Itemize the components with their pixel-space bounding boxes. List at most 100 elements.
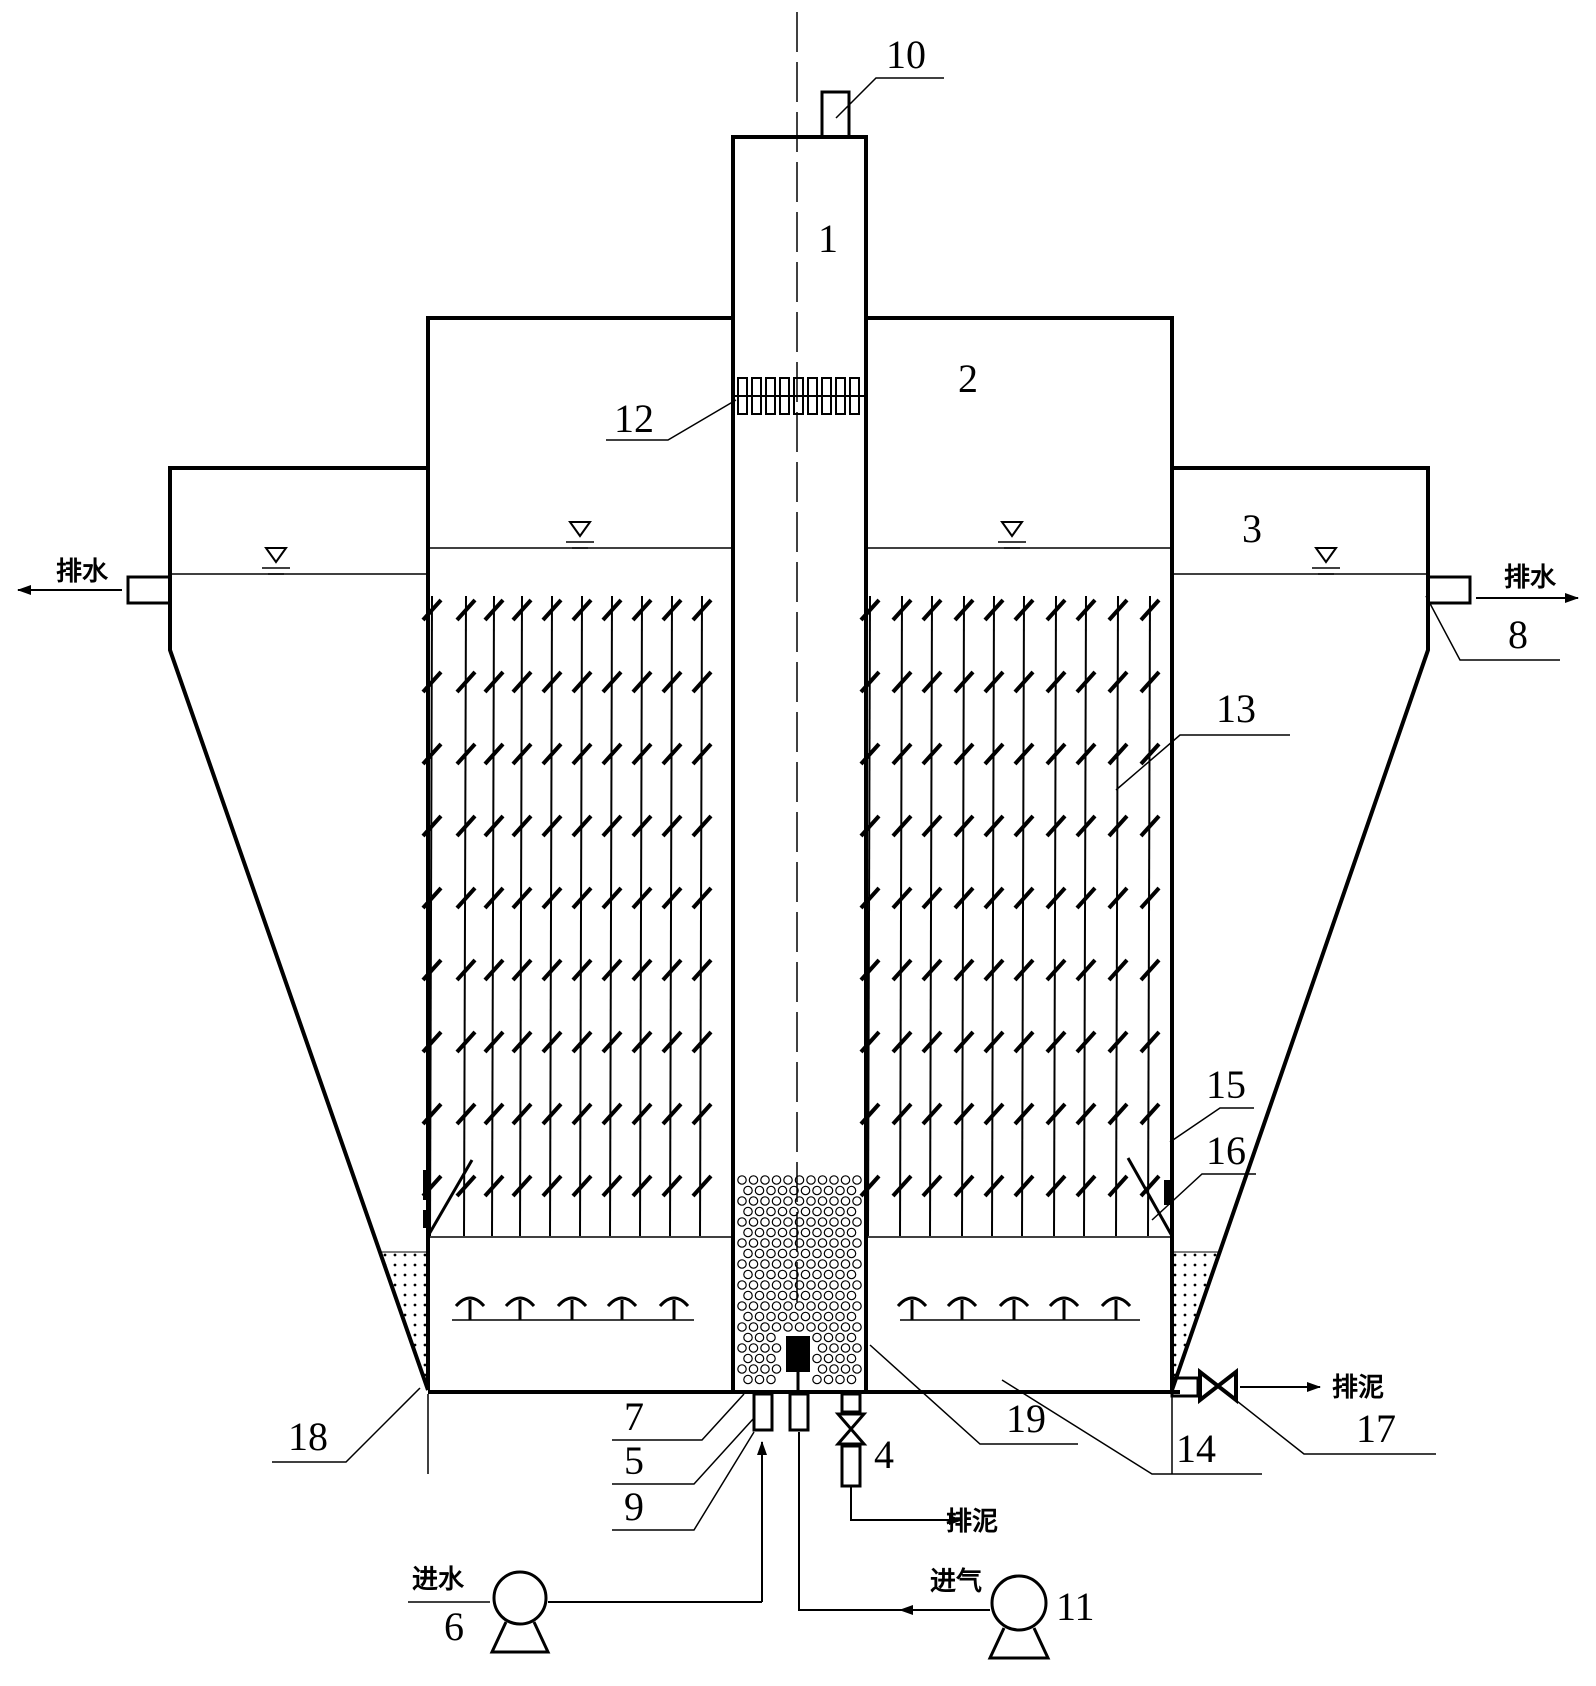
packing-tuft (983, 670, 1005, 694)
bubble (829, 1259, 839, 1269)
packing-tuft (455, 1102, 477, 1126)
water-level-symbol (264, 547, 288, 564)
bubble (766, 1227, 776, 1238)
bubble (737, 1238, 747, 1248)
bubble (737, 1301, 747, 1311)
packing-tuft (983, 814, 1005, 838)
bubble (852, 1343, 862, 1353)
bubble (846, 1332, 857, 1343)
packing-tuft (983, 742, 1005, 766)
aerator-cap (998, 1296, 1030, 1308)
label-17: 17 (1356, 1406, 1396, 1451)
packing-tuft (421, 670, 443, 694)
packing-tuft (601, 1174, 623, 1198)
bubble (771, 1280, 782, 1290)
water-level-symbols (262, 521, 1340, 575)
bubble (835, 1332, 845, 1343)
packing-tuft (661, 814, 683, 838)
bubble (817, 1343, 828, 1353)
packing-tuft (1107, 814, 1129, 838)
bubble (812, 1206, 822, 1217)
bubble (748, 1217, 759, 1227)
packing-tuft (483, 1174, 505, 1198)
bubble (800, 1269, 811, 1280)
packing-tuft (631, 742, 653, 766)
bubble (754, 1227, 765, 1238)
packing-tuft (921, 1030, 943, 1054)
label-14: 14 (1176, 1426, 1216, 1471)
drain-outlet-right (1426, 575, 1472, 605)
packing-tuft (511, 670, 533, 694)
bubble (840, 1364, 851, 1374)
packing-string (1083, 595, 1087, 1237)
packing-tuft (571, 958, 593, 982)
packing-tuft (455, 1174, 477, 1198)
bubble (754, 1290, 765, 1301)
water-distributor (733, 377, 866, 415)
bubble (794, 1175, 805, 1185)
bubble (754, 1185, 765, 1196)
bubble (812, 1269, 822, 1280)
bubble (743, 1374, 753, 1385)
bubble (777, 1290, 788, 1301)
bubble (766, 1353, 776, 1364)
water-level-symbol (1000, 521, 1024, 538)
bubble (812, 1311, 822, 1322)
bubble (783, 1322, 793, 1332)
packing-tuft (455, 886, 477, 910)
packing-tuft (483, 670, 505, 694)
bubble (766, 1311, 776, 1322)
bubble (812, 1185, 822, 1196)
bubble (789, 1290, 799, 1301)
bubble (852, 1280, 862, 1290)
bubble (766, 1206, 776, 1217)
baffle-left (426, 1159, 474, 1237)
bubble (754, 1332, 765, 1343)
bubble (835, 1248, 845, 1259)
packing-tuft (891, 814, 913, 838)
bubble (794, 1301, 805, 1311)
packing-tuft (1013, 1102, 1035, 1126)
bubble (748, 1343, 759, 1353)
bubble (840, 1217, 851, 1227)
bubble (823, 1374, 834, 1385)
aerator-cap (658, 1296, 690, 1308)
packing-tuft (859, 958, 881, 982)
bubble (829, 1301, 839, 1311)
bubble (817, 1238, 828, 1248)
packing-tuft (1045, 958, 1067, 982)
bubble (783, 1280, 793, 1290)
packing-tuft (511, 1102, 533, 1126)
packing-tuft (601, 958, 623, 982)
bubble (789, 1311, 799, 1322)
distributor-slot (807, 377, 818, 415)
bubble (766, 1185, 776, 1196)
bubble (760, 1175, 770, 1185)
bubble (766, 1248, 776, 1259)
label-15: 15 (1206, 1062, 1246, 1107)
label-12: 12 (614, 396, 654, 441)
packing-tuft (511, 1174, 533, 1198)
packing-tuft (541, 1102, 563, 1126)
packing-tuft (511, 886, 533, 910)
packing-tuft (1013, 814, 1035, 838)
bubble (783, 1259, 793, 1269)
baffle-right (1126, 1157, 1174, 1237)
air-pipe-stub (788, 1392, 810, 1432)
sludge-pipe-lower (840, 1444, 862, 1488)
bubble (806, 1175, 816, 1185)
bubble (737, 1322, 747, 1332)
sludge-valve-4 (834, 1412, 868, 1446)
packing-tuft (1045, 598, 1067, 622)
bubble (800, 1311, 811, 1322)
distributor-slot (849, 377, 860, 415)
bubble (806, 1280, 816, 1290)
label-11: 11 (1056, 1584, 1095, 1629)
packing-string (1115, 595, 1119, 1237)
packing-tuft (953, 814, 975, 838)
packing-tuft (1139, 598, 1161, 622)
packing-tuft (1075, 742, 1097, 766)
bubble (812, 1353, 822, 1364)
packing-tuft (891, 1030, 913, 1054)
bubble (846, 1311, 857, 1322)
